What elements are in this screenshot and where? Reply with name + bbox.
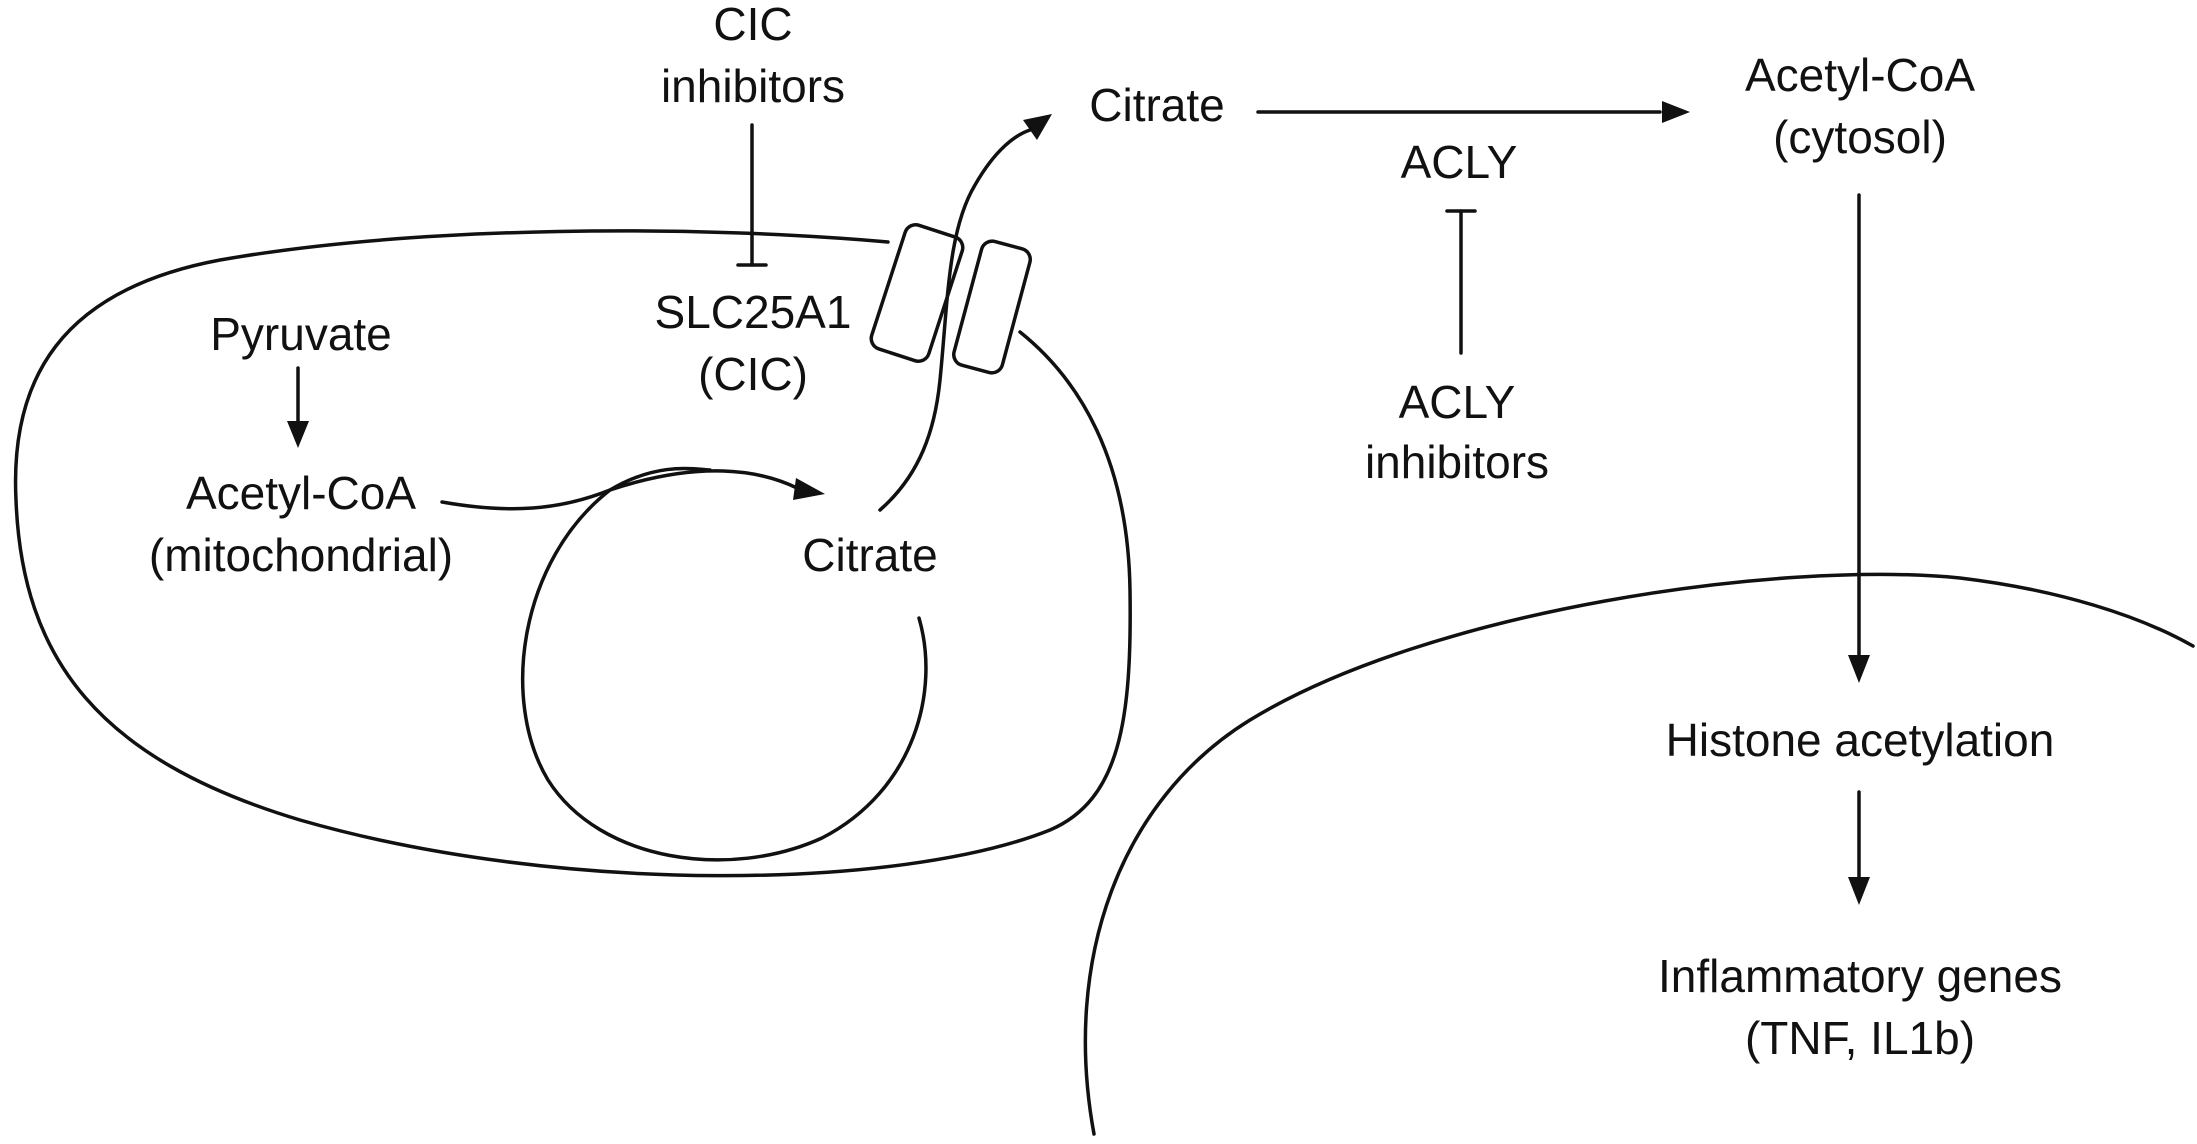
slc25a1-transporter-right-subunit: [952, 239, 1032, 375]
citrate-mito-label: Citrate: [802, 529, 937, 581]
inflammatory-genes-label-line1: Inflammatory genes: [1658, 950, 2062, 1002]
citrate-export-arrowhead: [1023, 114, 1052, 140]
acly-label: ACLY: [1401, 136, 1518, 188]
inflammatory-genes-label-line2: (TNF, IL1b): [1745, 1012, 1975, 1064]
histone-to-genes-arrowhead: [1848, 877, 1870, 905]
cic-inhibitors-label-line2: inhibitors: [661, 60, 845, 112]
mitochondrion-membrane: [13, 229, 1132, 878]
nucleus-membrane: [1083, 572, 2195, 1136]
histone-acetylation-label: Histone acetylation: [1666, 714, 2055, 766]
acetyl-coa-mito-label-line2: (mitochondrial): [149, 529, 453, 581]
tca-cycle-arc: [520, 466, 928, 862]
pyruvate-arrowhead: [287, 421, 309, 448]
slc25a1-label-line1: SLC25A1: [655, 286, 852, 338]
acetyl-coa-to-histone-arrowhead: [1848, 655, 1870, 683]
acetyl-coa-cytosol-label-line2: (cytosol): [1773, 111, 1947, 163]
citrate-export-path: [878, 128, 1032, 512]
acly-inhibitors-label-line1: ACLY: [1399, 376, 1516, 428]
acly-inhibitors-label-line2: inhibitors: [1365, 436, 1549, 488]
citrate-cytosol-label: Citrate: [1089, 79, 1224, 131]
slc25a1-label-line2: (CIC): [698, 348, 808, 400]
acetyl-coa-cytosol-label-line1: Acetyl-CoA: [1745, 49, 1975, 101]
citrate-to-acetyl-coa-arrowhead: [1662, 101, 1690, 123]
cic-inhibitors-label-line1: CIC: [713, 0, 792, 50]
acetyl-coa-to-citrate-arrowhead: [793, 478, 825, 500]
pyruvate-label: Pyruvate: [210, 308, 392, 360]
acetyl-coa-to-citrate-path: [440, 469, 799, 511]
acetyl-coa-mito-label-line1: Acetyl-CoA: [186, 467, 416, 519]
